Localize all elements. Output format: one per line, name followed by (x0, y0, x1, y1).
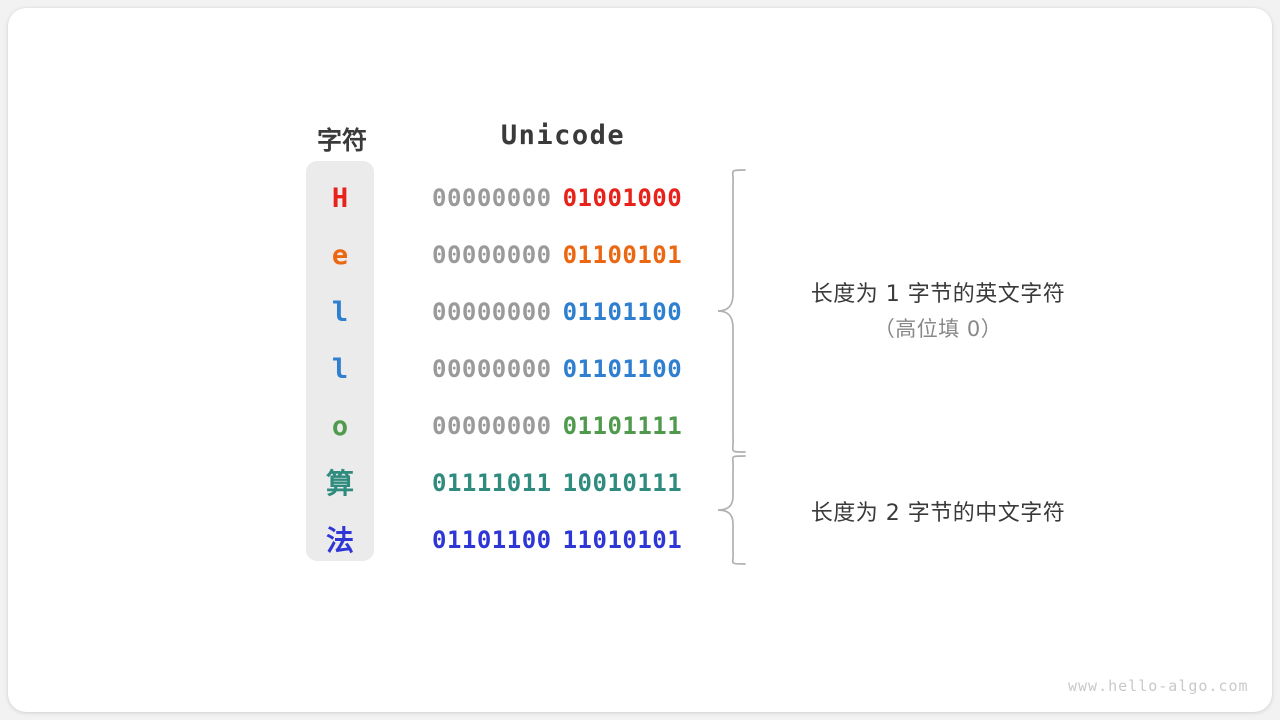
character-cell: l (331, 297, 349, 328)
unicode-low-byte: 11010101 (562, 526, 683, 554)
unicode-high-byte: 00000000 (432, 355, 552, 383)
character-column-background (306, 161, 374, 561)
annotation-english-line1: 长度为 1 字节的英文字符 (810, 282, 1066, 307)
unicode-binary-row: 00000000 01101100 (432, 292, 704, 332)
unicode-low-byte: 01101100 (562, 355, 683, 383)
unicode-high-byte: 00000000 (432, 298, 552, 326)
unicode-binary-row: 00000000 01100101 (432, 235, 704, 275)
character-cell: o (331, 411, 349, 442)
unicode-binary-row: 01101100 11010101 (432, 520, 704, 560)
character-cell: 算 (325, 467, 354, 500)
character-cell: l (331, 354, 349, 385)
annotation-english-line2: （高位填 0） (873, 317, 1003, 341)
unicode-high-byte: 00000000 (432, 412, 552, 440)
unicode-low-byte: 01001000 (562, 184, 683, 212)
unicode-low-byte: 10010111 (562, 469, 683, 497)
column-header-character: 字符 (316, 126, 367, 155)
unicode-binary-row: 00000000 01101100 (432, 349, 704, 389)
unicode-high-byte: 01111011 (432, 469, 552, 497)
unicode-binary-row: 00000000 01001000 (432, 178, 704, 218)
unicode-high-byte: 00000000 (432, 184, 552, 212)
unicode-binary-row: 01111011 10010111 (432, 463, 704, 503)
unicode-high-byte: 00000000 (432, 241, 552, 269)
unicode-low-byte: 01101100 (562, 298, 683, 326)
unicode-low-byte: 01100101 (562, 241, 683, 269)
unicode-low-byte: 01101111 (562, 412, 683, 440)
character-cell: H (331, 183, 349, 214)
watermark: www.hello-algo.com (1068, 677, 1249, 695)
unicode-binary-row: 00000000 01101111 (432, 406, 704, 446)
brace-chinese-icon (717, 455, 746, 565)
character-cell: 法 (325, 524, 354, 557)
brace-english-icon (717, 169, 746, 453)
column-header-unicode: Unicode (500, 120, 626, 151)
unicode-high-byte: 01101100 (432, 526, 552, 554)
annotation-chinese-line1: 长度为 2 字节的中文字符 (810, 501, 1066, 526)
character-cell: e (331, 240, 349, 271)
